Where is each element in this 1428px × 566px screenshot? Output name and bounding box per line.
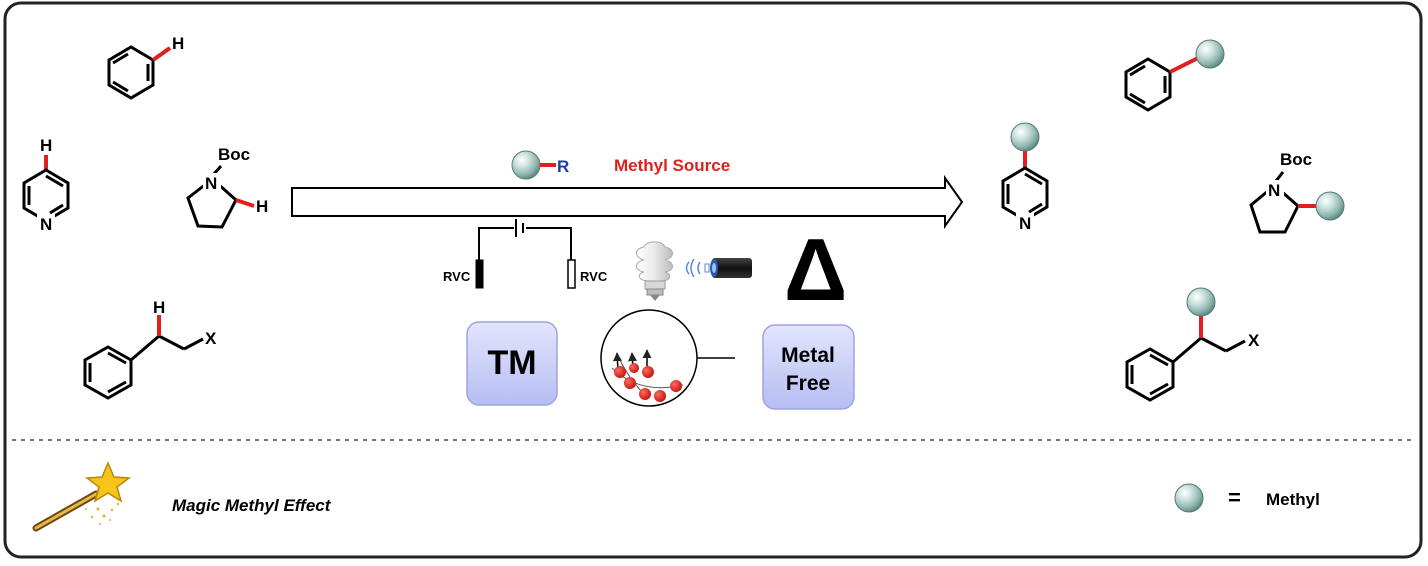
product-pyridine-methyl bbox=[1010, 122, 1040, 152]
methyl-source-label: Methyl Source bbox=[614, 156, 730, 175]
product-pyrrolidine-methyl bbox=[1315, 191, 1345, 221]
radical-circle bbox=[600, 309, 735, 407]
legend-equals: = bbox=[1228, 485, 1241, 510]
legend-methyl-ball bbox=[1174, 483, 1204, 513]
product-alkyl-arene-x: X bbox=[1248, 331, 1260, 350]
light-bulb-icon bbox=[636, 241, 673, 301]
product-alkyl-arene-methyl bbox=[1186, 287, 1216, 317]
metal-free-box bbox=[762, 324, 855, 410]
reactant-benzene bbox=[107, 45, 172, 100]
metal-free-label-line1: Metal bbox=[781, 344, 835, 367]
scheme-frame bbox=[3, 1, 1423, 559]
legend-methyl-label: Methyl bbox=[1266, 490, 1320, 509]
rvc-left-label: RVC bbox=[443, 269, 471, 284]
laser-icon bbox=[685, 258, 752, 278]
reactant-alkyl-arene-h: H bbox=[153, 298, 165, 317]
reactant-pyrrolidine-n: N bbox=[205, 174, 217, 193]
reactant-benzene-h: H bbox=[172, 34, 184, 53]
electrochemistry-circuit bbox=[475, 219, 576, 289]
product-toluene bbox=[1124, 56, 1199, 112]
reactant-pyrrolidine-boc: Boc bbox=[218, 145, 250, 164]
reactant-alkyl-arene-x: X bbox=[205, 329, 217, 348]
reactant-pyrrolidine-h: H bbox=[256, 197, 268, 216]
reactant-alkyl-arene bbox=[83, 315, 204, 400]
magic-methyl-effect-label: Magic Methyl Effect bbox=[172, 496, 332, 515]
product-pyrrolidine bbox=[1249, 171, 1318, 234]
magic-wand-icon bbox=[32, 461, 132, 532]
reaction-arrow bbox=[291, 174, 964, 230]
product-pyrrolidine-n: N bbox=[1268, 181, 1280, 200]
metal-free-label-line2: Free bbox=[786, 372, 830, 395]
product-pyridine-n: N bbox=[1019, 214, 1031, 233]
product-pyrrolidine-boc: Boc bbox=[1280, 150, 1312, 169]
rvc-right-label: RVC bbox=[580, 269, 608, 284]
heat-delta-symbol: Δ bbox=[784, 220, 847, 319]
reagent-methyl-ball bbox=[511, 150, 541, 180]
product-alkyl-arene bbox=[1125, 315, 1246, 402]
reactant-pyridine-h: H bbox=[40, 136, 52, 155]
reagent-r: R bbox=[557, 157, 569, 176]
tm-box bbox=[466, 321, 558, 406]
product-toluene-methyl bbox=[1195, 39, 1225, 69]
tm-label: TM bbox=[487, 344, 536, 382]
reactant-pyridine-n: N bbox=[40, 215, 52, 234]
